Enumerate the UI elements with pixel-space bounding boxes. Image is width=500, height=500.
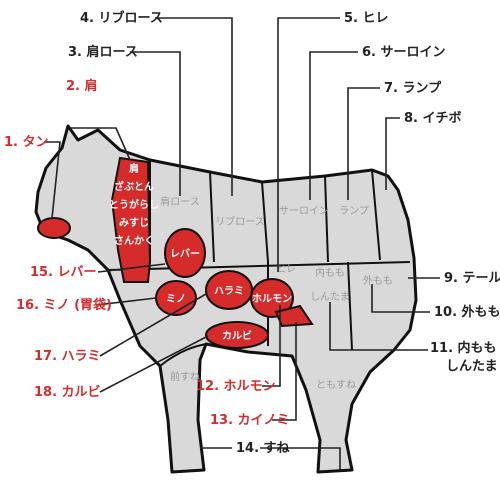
body-kata-3: とうがらし — [109, 198, 159, 211]
body-rump: ランプ — [339, 205, 369, 217]
cut-kata — [110, 156, 152, 283]
label-tan: 1. タン — [4, 135, 49, 150]
label-rump: 7. ランプ — [384, 81, 442, 96]
body-kata-2: ざぶとん — [114, 180, 154, 193]
label-uchimomo-2: しんたま — [446, 359, 498, 374]
label-horumon: 12. ホルモン — [196, 379, 276, 394]
cut-karubi — [205, 321, 269, 349]
label-kata: 2. 肩 — [66, 78, 98, 94]
label-sune: 14. すね — [236, 441, 290, 456]
label-hire: 5. ヒレ — [344, 11, 389, 26]
cut-horumon — [250, 278, 294, 318]
label-mino: 16. ミノ (胃袋) — [16, 297, 112, 313]
label-sirloin: 6. サーロイン — [362, 45, 446, 60]
body-sotomomo: 外もも — [363, 275, 393, 287]
leader-lines — [44, 17, 440, 470]
body-sirloin: サーロイン — [279, 205, 329, 217]
label-rib-rosu: 4. リブロース — [80, 10, 163, 26]
label-reba: 15. レバー — [30, 265, 97, 280]
body-rib-rosu: リブロース — [215, 215, 265, 228]
label-kata-rosu: 3. 肩ロース — [68, 44, 138, 60]
cut-tan — [37, 217, 71, 239]
label-uchimomo-1: 11. 内もも — [430, 340, 497, 356]
body-kata-5: さんかく — [114, 235, 154, 247]
body-hire: ヒレ — [276, 263, 296, 275]
label-sotomomo: 10. 外もも — [434, 304, 500, 320]
body-reba: レバー — [170, 248, 200, 260]
body-kata-rosu: 肩ロース — [160, 195, 200, 208]
body-mino: ミノ — [166, 293, 186, 305]
label-karubi: 18. カルビ — [34, 384, 101, 400]
label-kainomi: 13. カイノミ — [210, 413, 290, 428]
body-ato-sune: ともすね — [316, 379, 356, 391]
body-karubi: カルビ — [222, 329, 252, 342]
body-uchimomo-1: 内もも — [315, 266, 345, 279]
body-uchimomo-2: しんたま — [310, 291, 350, 303]
body-kata-4: みすじ — [119, 217, 149, 229]
label-harami: 17. ハラミ — [34, 349, 101, 364]
body-harami: ハラミ — [214, 285, 244, 297]
body-kata-1: 肩 — [129, 162, 139, 175]
label-ichibo: 8. イチボ — [404, 110, 462, 126]
body-mae-sune: 前すね — [170, 370, 200, 383]
label-tail: 9. テール — [444, 271, 500, 286]
cut-division-lines — [107, 160, 411, 367]
body-horumon: ホルモン — [252, 293, 292, 305]
cut-reba — [164, 228, 206, 278]
